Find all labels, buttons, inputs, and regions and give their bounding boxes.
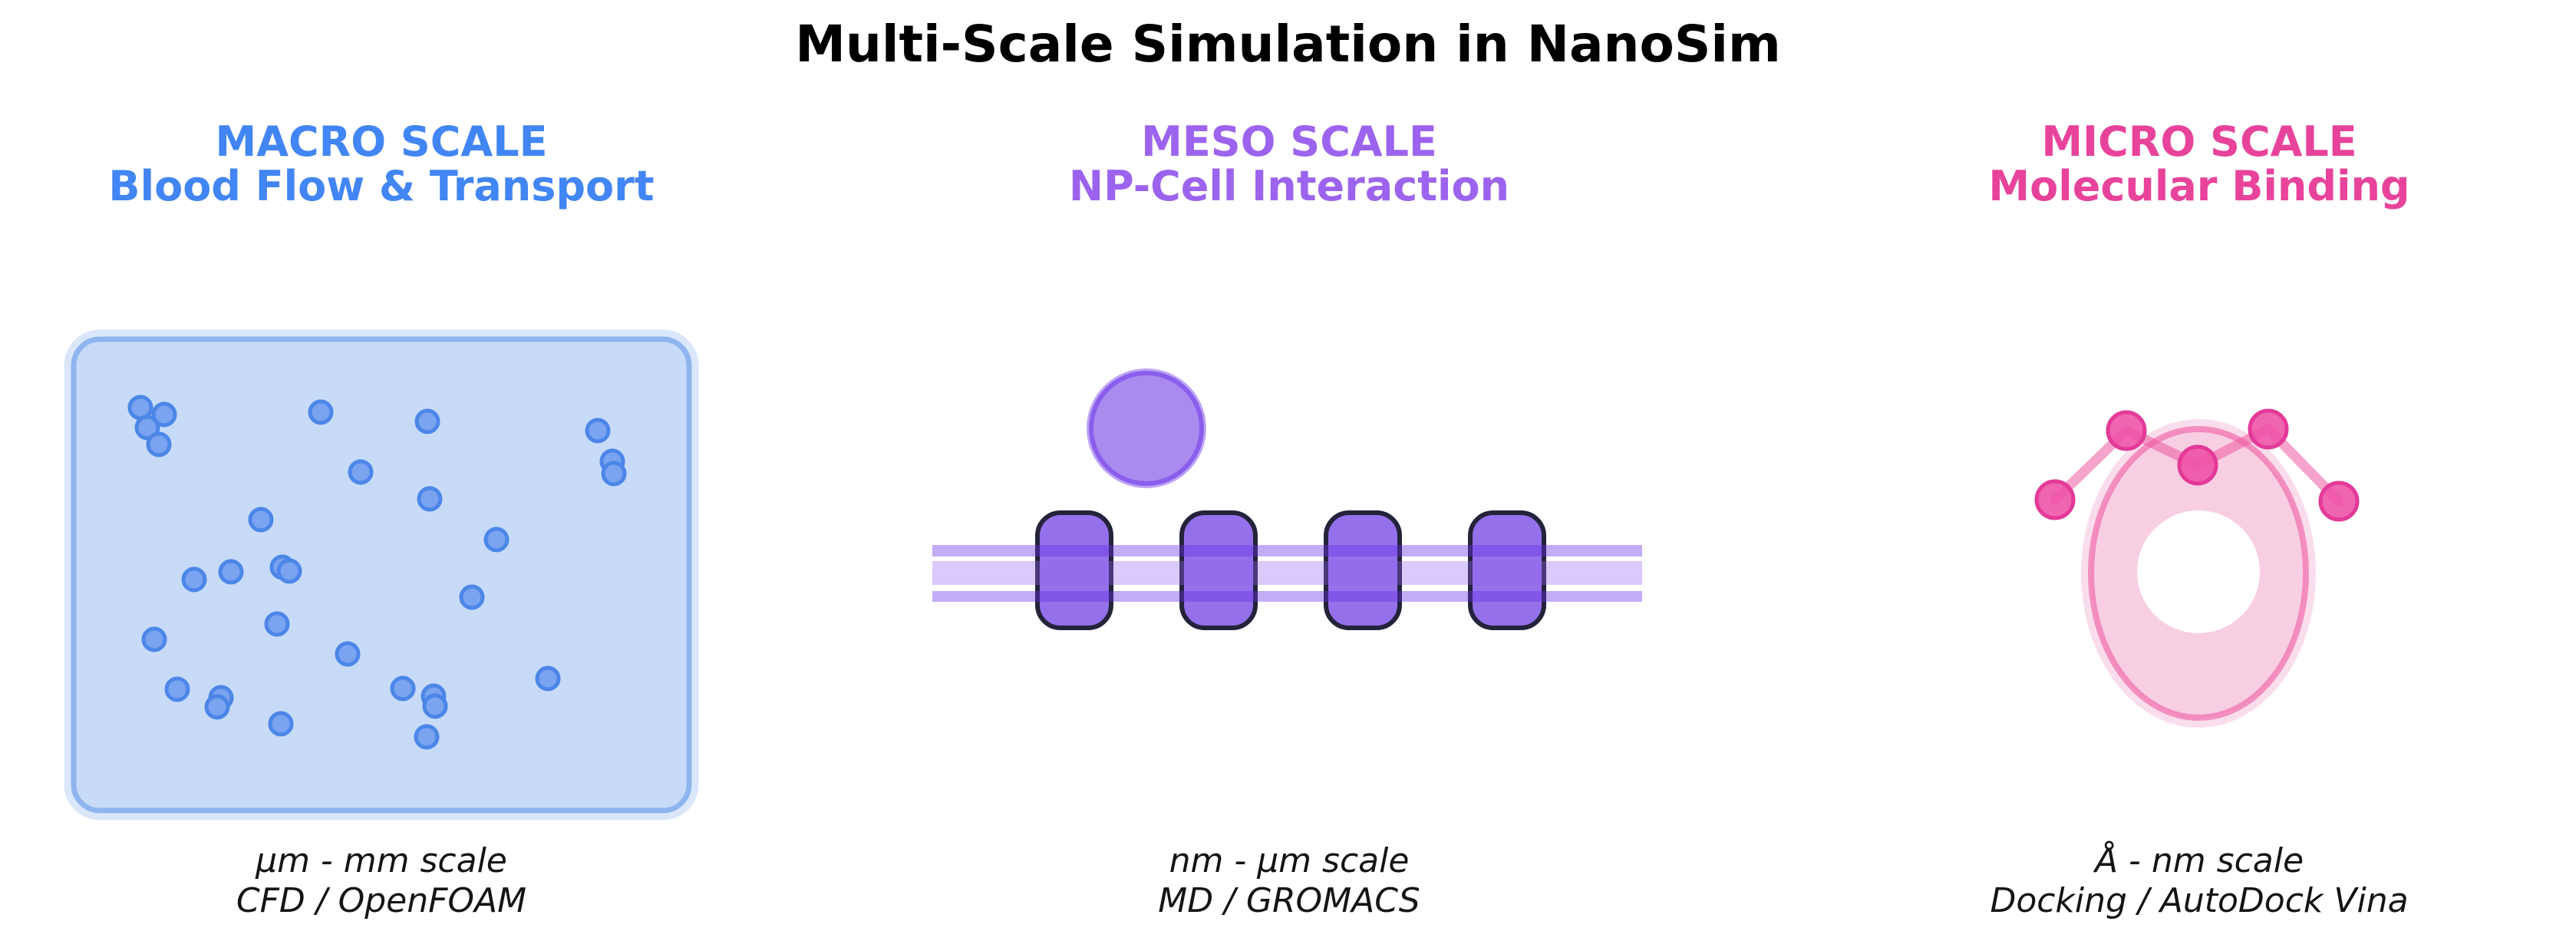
micro-heading: MICRO SCALE Molecular Binding — [1854, 120, 2545, 209]
meso-heading-line1: MESO SCALE — [1141, 117, 1437, 166]
blood-particle — [146, 431, 172, 457]
blood-particle — [141, 626, 167, 652]
micro-heading-line2: Molecular Binding — [1988, 162, 2410, 210]
membrane-band — [932, 561, 1642, 585]
blood-particle — [204, 694, 230, 720]
blood-particle — [276, 558, 302, 584]
macro-heading-line2: Blood Flow & Transport — [108, 162, 655, 210]
blood-particle — [414, 724, 440, 750]
blood-particle — [601, 461, 627, 487]
membrane-band — [932, 591, 1642, 602]
blood-particle — [308, 399, 334, 425]
micro-figure — [2034, 408, 2360, 728]
membrane-protein — [1468, 510, 1546, 630]
blood-particle — [483, 527, 510, 553]
blood-particle — [151, 401, 177, 428]
micro-heading-line1: MICRO SCALE — [2041, 117, 2357, 166]
blood-particle — [335, 641, 361, 667]
blood-particle — [414, 408, 440, 434]
blood-particle — [264, 611, 290, 637]
macro-caption-scale: μm - mm scale — [256, 841, 507, 880]
macro-figure — [64, 329, 699, 821]
macro-heading: MACRO SCALE Blood Flow & Transport — [36, 120, 727, 209]
blood-particle — [417, 486, 443, 512]
ligand-atom — [2034, 479, 2076, 520]
blood-particle — [459, 584, 485, 610]
blood-particle — [181, 566, 207, 593]
micro-caption-method: Docking / AutoDock Vina — [1990, 881, 2409, 920]
meso-heading: MESO SCALE NP-Cell Interaction — [944, 120, 1634, 209]
membrane-protein — [1035, 510, 1113, 630]
micro-caption-scale: Å - nm scale — [2094, 841, 2304, 880]
meso-caption-method: MD / GROMACS — [1158, 881, 1420, 920]
blood-particle — [585, 418, 611, 444]
blood-particle — [535, 665, 561, 692]
macro-caption-method: CFD / OpenFOAM — [236, 881, 527, 920]
micro-caption: Å - nm scale Docking / AutoDock Vina — [1854, 841, 2545, 921]
blood-particle — [218, 559, 244, 585]
blood-particle — [348, 459, 374, 485]
blood-particle — [268, 711, 294, 737]
nanoparticle — [1089, 371, 1204, 486]
blood-particle — [164, 676, 190, 702]
meso-caption: nm - μm scale MD / GROMACS — [944, 841, 1634, 921]
meso-heading-line2: NP-Cell Interaction — [1068, 162, 1510, 210]
blood-particle — [390, 675, 416, 702]
ligand-atom — [2177, 444, 2218, 486]
macro-caption: μm - mm scale CFD / OpenFOAM — [36, 841, 727, 921]
blood-particle — [248, 507, 274, 533]
ligand-atom — [2106, 410, 2147, 451]
binding-pocket-cavity — [2137, 510, 2260, 633]
macro-heading-line1: MACRO SCALE — [215, 117, 548, 166]
meso-figure — [932, 368, 1642, 630]
diagram-title: Multi-Scale Simulation in NanoSim — [795, 15, 1781, 74]
ligand-atom — [2318, 480, 2360, 522]
ligand-atom — [2248, 408, 2289, 450]
blood-particle — [422, 693, 448, 719]
membrane-band — [932, 545, 1642, 556]
membrane-protein — [1324, 510, 1402, 630]
membrane-protein — [1179, 510, 1258, 630]
blood-particle — [134, 414, 160, 441]
vessel-outline-halo — [64, 329, 699, 821]
meso-caption-scale: nm - μm scale — [1169, 841, 1410, 880]
